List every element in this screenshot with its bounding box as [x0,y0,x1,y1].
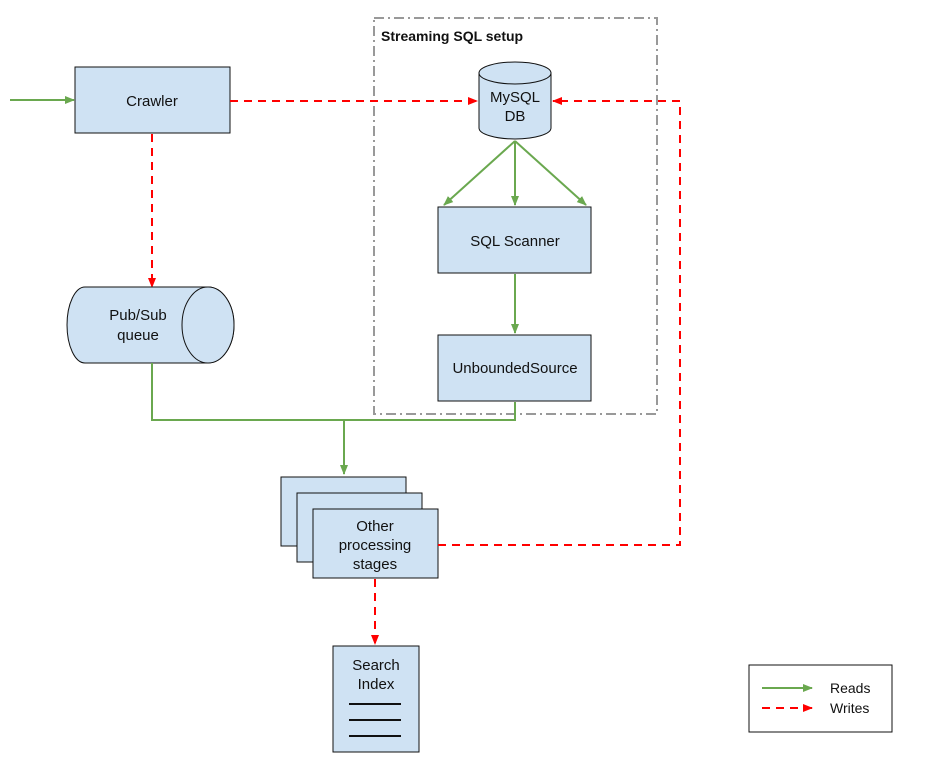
other-stages-node [280,476,439,579]
unbounded-source-node [437,334,592,402]
other-stages-label-line2: processing [339,537,412,554]
document-lines-icon [349,703,401,737]
other-stages-label-line3: stages [353,556,397,573]
search-index-node [332,645,420,753]
source-merge-read-line [344,402,516,421]
crawler-node [74,66,231,134]
crawler-label: Crawler [126,93,178,110]
mysql-to-scanner-read-left [443,140,516,206]
streaming-sql-group-label: Streaming SQL setup [381,28,523,44]
unbounded-source-label: UnboundedSource [452,360,577,377]
pubsub-label-line1: Pub/Sub [109,307,167,324]
legend-writes-label: Writes [830,700,869,716]
pubsub-label-line2: queue [117,327,159,344]
stages-to-mysql-write [438,97,681,546]
legend-reads-label: Reads [830,680,870,696]
pubsub-queue-node [66,286,235,364]
mysql-label-line1: MySQL [490,89,540,106]
other-stages-label-line1: Other [356,518,394,535]
mysql-to-scanner-read-right [514,140,587,206]
mysql-db-node [478,61,552,140]
sql-scanner-label: SQL Scanner [470,233,560,250]
legend-box [748,664,893,733]
search-index-label-line1: Search [352,657,400,674]
mysql-label-line2: DB [505,108,526,125]
sql-scanner-node [437,206,592,274]
search-index-label-line2: Index [358,676,395,693]
pubsub-merge-read-line [151,363,344,421]
